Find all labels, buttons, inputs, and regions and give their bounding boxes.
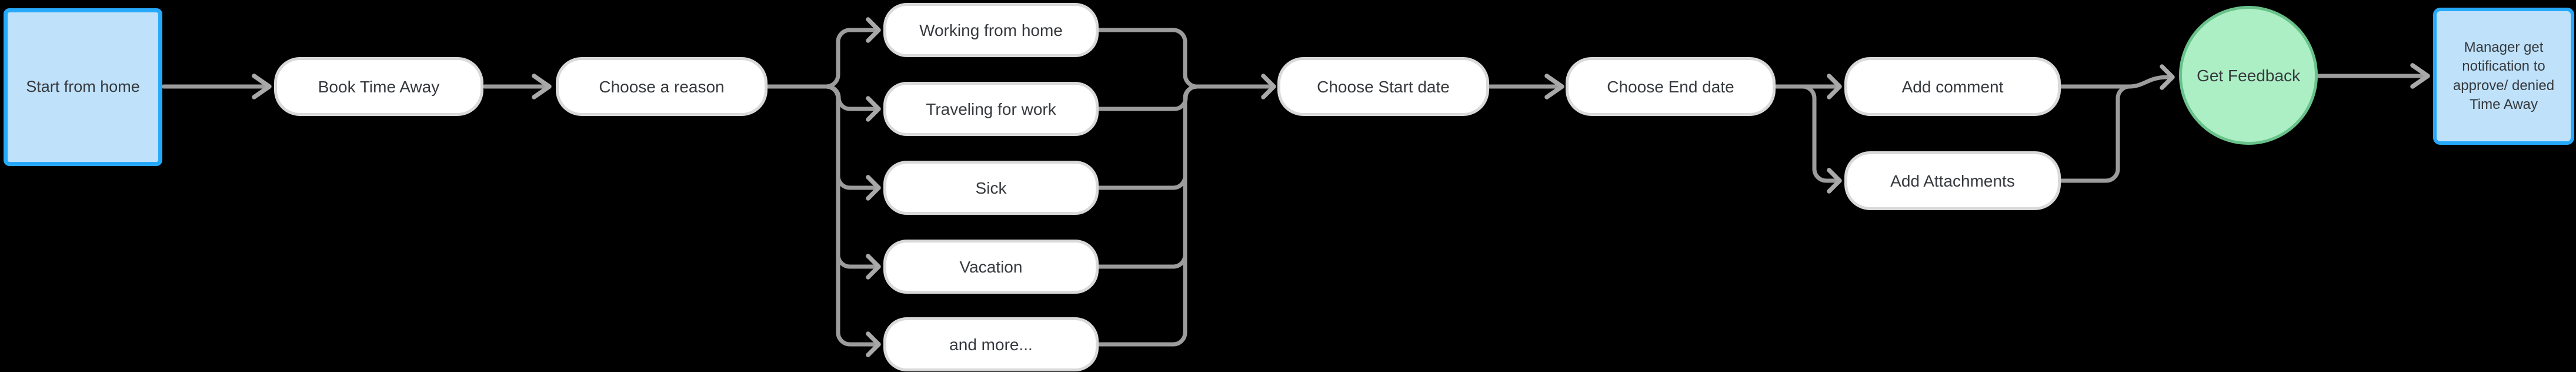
- arrowhead-icon: [2160, 64, 2175, 90]
- edge-reason-to-working-from-home: [765, 28, 876, 89]
- edge-working-from-home-to-start-date: [1096, 28, 1272, 89]
- edge-add-comment-to-feedback: [2058, 75, 2170, 89]
- node-label: Get Feedback: [2197, 66, 2300, 85]
- node-label-line: approve/ denied: [2452, 77, 2555, 94]
- edge-reason-to-sick: [765, 84, 876, 190]
- arrowhead-icon: [866, 331, 881, 357]
- arrowhead-icon: [1827, 74, 1842, 99]
- edge-add-attachments-to-feedback: [2058, 84, 2132, 183]
- node-traveling-for-work[interactable]: Traveling for work: [883, 82, 1099, 136]
- node-label: Vacation: [959, 257, 1023, 276]
- arrowhead-icon: [866, 96, 881, 122]
- node-and-more[interactable]: and more...: [883, 317, 1099, 371]
- node-start-from-home[interactable]: Start from home: [4, 8, 162, 166]
- edge-end-date-to-add-attachments: [1773, 84, 1837, 183]
- node-add-attachments[interactable]: Add Attachments: [1844, 151, 2061, 210]
- node-add-comment[interactable]: Add comment: [1844, 57, 2061, 116]
- node-label: Sick: [975, 178, 1007, 197]
- node-label: Choose Start date: [1317, 77, 1450, 96]
- edge-reason-to-and-more: [765, 84, 876, 347]
- arrowhead-icon: [1544, 74, 1564, 99]
- node-label: Start from home: [26, 78, 140, 96]
- node-get-feedback[interactable]: Get Feedback: [2179, 6, 2318, 145]
- node-vacation[interactable]: Vacation: [883, 240, 1099, 294]
- node-label: Traveling for work: [926, 99, 1056, 118]
- node-sick[interactable]: Sick: [883, 161, 1099, 215]
- arrowhead-icon: [866, 175, 881, 201]
- node-label-line: Time Away: [2469, 96, 2538, 112]
- arrowhead-icon: [2410, 63, 2430, 89]
- arrowhead-icon: [1827, 168, 1842, 194]
- node-label: Book Time Away: [318, 77, 440, 96]
- node-manager-notification[interactable]: Manager get notification to approve/ den…: [2433, 8, 2574, 145]
- edge-reason-to-vacation: [765, 84, 876, 269]
- arrowhead-icon: [866, 17, 881, 43]
- node-label: Choose End date: [1607, 77, 1734, 96]
- node-working-from-home[interactable]: Working from home: [883, 3, 1099, 57]
- node-choose-end-date[interactable]: Choose End date: [1566, 57, 1776, 116]
- arrowhead-icon: [252, 74, 272, 99]
- node-label: Add comment: [1901, 77, 2004, 96]
- node-choose-start-date[interactable]: Choose Start date: [1277, 57, 1489, 116]
- node-label-line: Manager get: [2464, 39, 2544, 56]
- arrowhead-icon: [866, 254, 881, 280]
- node-label: Choose a reason: [599, 77, 725, 96]
- edge-reason-to-traveling-for-work: [765, 84, 876, 111]
- node-choose-a-reason[interactable]: Choose a reason: [556, 57, 768, 116]
- node-label: Working from home: [919, 21, 1063, 39]
- arrowhead-icon: [1261, 74, 1276, 99]
- node-label: Add Attachments: [1890, 171, 2015, 190]
- node-label: and more...: [949, 335, 1033, 354]
- node-label-line: notification to: [2462, 58, 2545, 75]
- arrowhead-icon: [532, 74, 552, 99]
- edge-and-more-to-start-date: [1096, 84, 1272, 347]
- node-book-time-away[interactable]: Book Time Away: [274, 57, 483, 116]
